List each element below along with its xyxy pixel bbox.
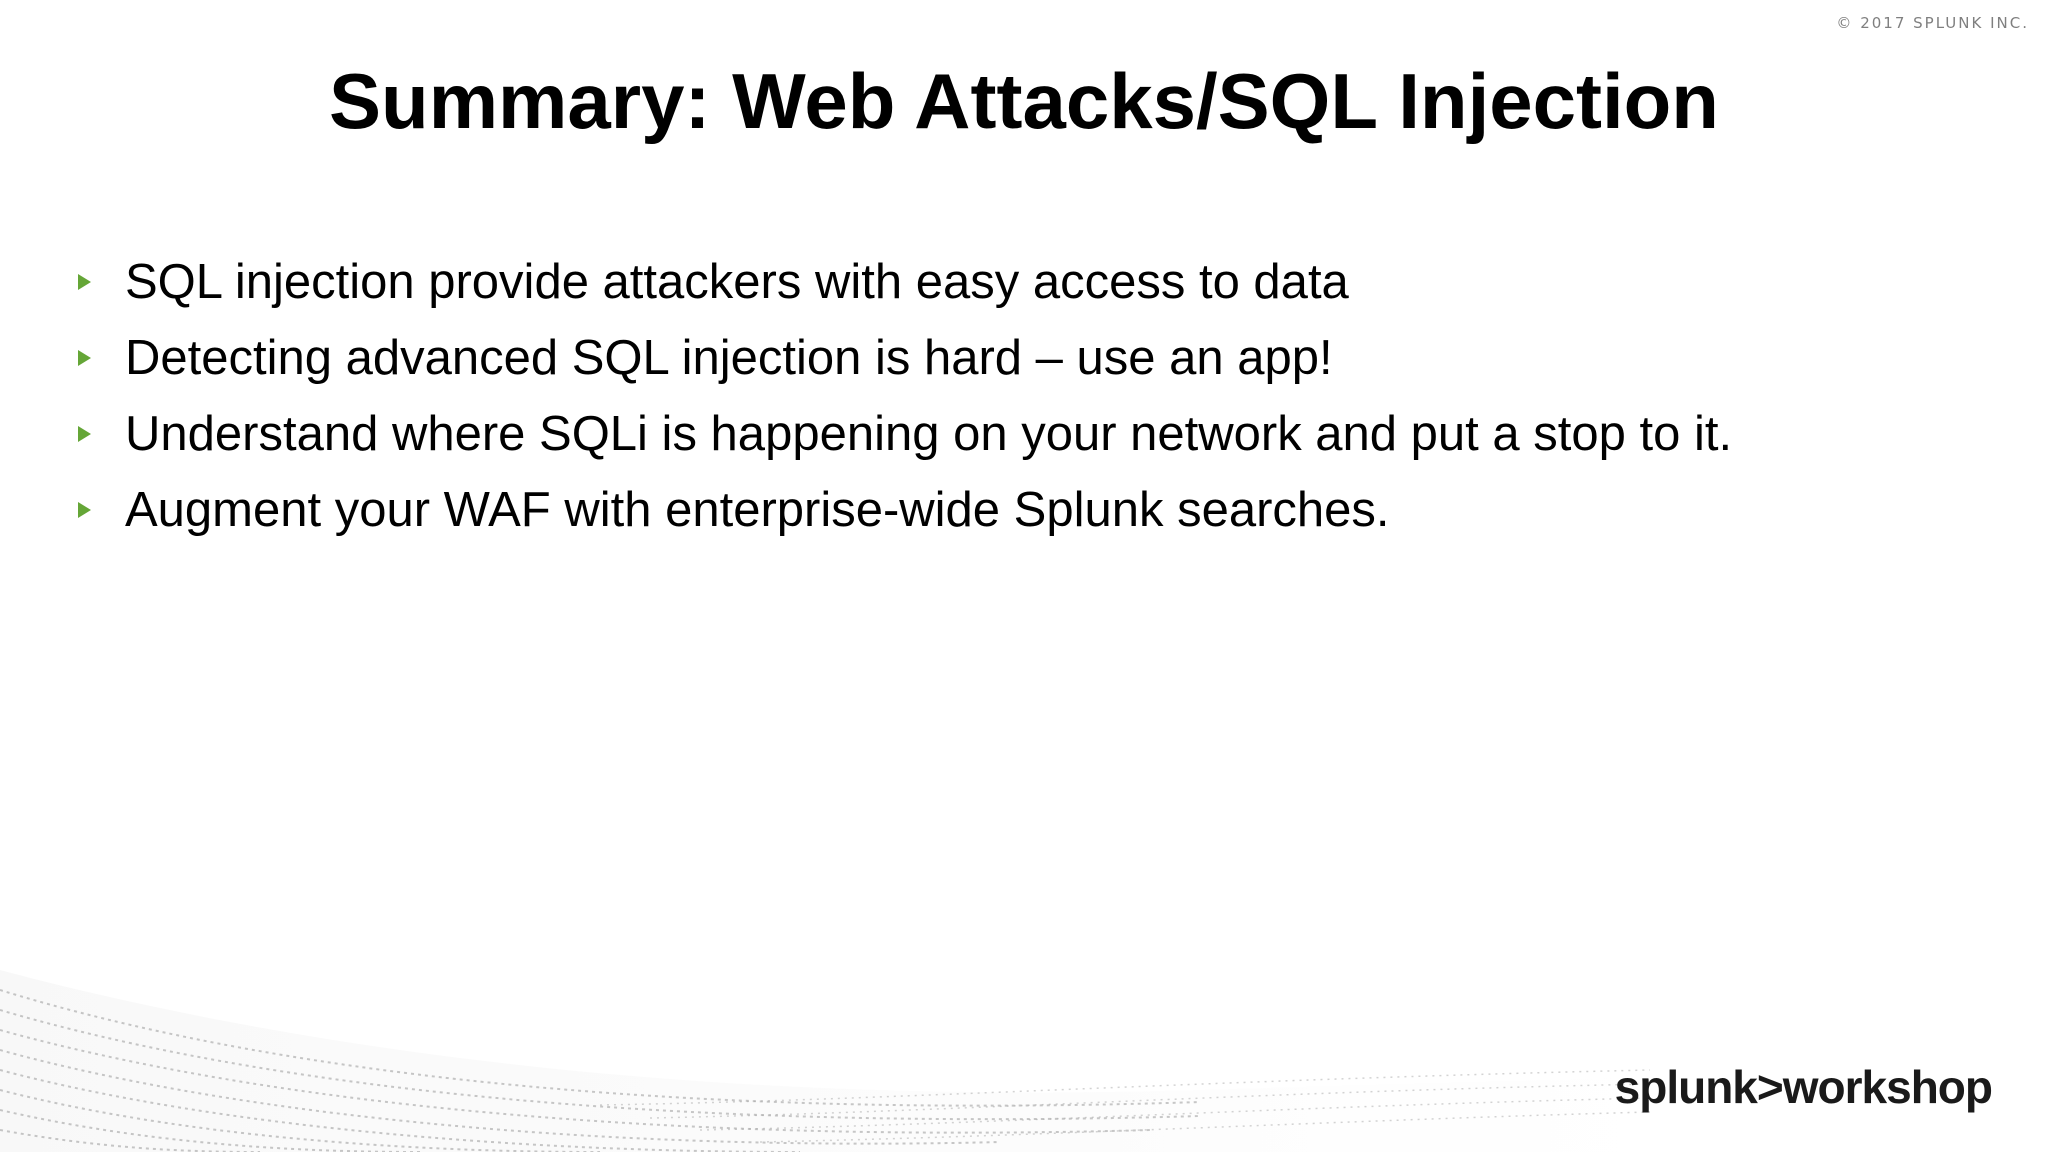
bullet-item: SQL injection provide attackers with eas… [78, 244, 1732, 320]
copyright-notice: © 2017 SPLUNK INC. [1836, 14, 2029, 32]
splunk-workshop-logo: splunk>workshop [1614, 1061, 1993, 1113]
triangle-bullet-icon [78, 274, 91, 290]
bullet-text: Augment your WAF with enterprise-wide Sp… [125, 483, 1390, 537]
bullet-item: Understand where SQLi is happening on yo… [78, 396, 1732, 472]
bullet-text: SQL injection provide attackers with eas… [125, 255, 1349, 309]
bullet-text: Detecting advanced SQL injection is hard… [125, 331, 1333, 385]
triangle-bullet-icon [78, 350, 91, 366]
bullet-item: Detecting advanced SQL injection is hard… [78, 320, 1732, 396]
slide-title: Summary: Web Attacks/SQL Injection [329, 57, 1719, 145]
triangle-bullet-icon [78, 426, 91, 442]
triangle-bullet-icon [78, 502, 91, 518]
bullet-text: Understand where SQLi is happening on yo… [125, 407, 1733, 461]
bullet-list: SQL injection provide attackers with eas… [78, 244, 1732, 548]
log-text-decoration [0, 970, 1700, 1152]
bullet-item: Augment your WAF with enterprise-wide Sp… [78, 472, 1732, 548]
